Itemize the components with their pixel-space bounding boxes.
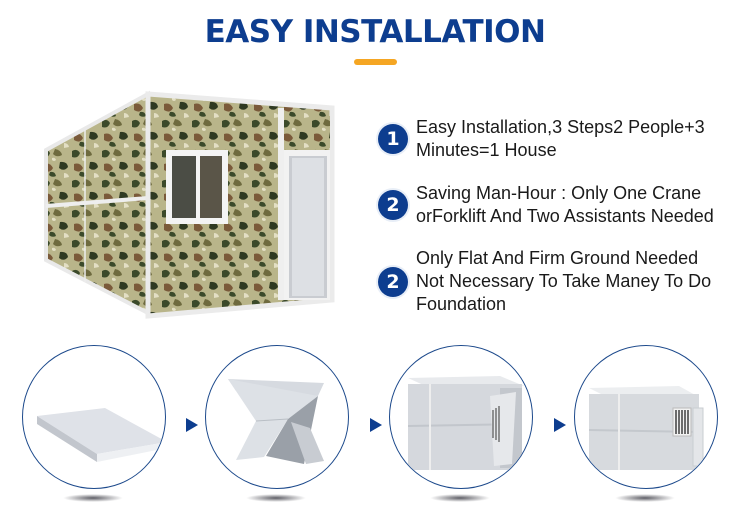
page-title: EASY INSTALLATION xyxy=(204,14,546,50)
raised-walls-image xyxy=(407,376,524,470)
arrow-right-icon xyxy=(370,418,382,432)
feature-text: Saving Man-Hour : Only One Crane orForkl… xyxy=(416,183,714,226)
step-number-badge: 1 xyxy=(378,124,408,154)
folded-pack-image xyxy=(37,408,165,462)
step-shadow xyxy=(430,494,490,502)
step-shadow xyxy=(246,494,306,502)
feature-text: Only Flat And Firm Ground Needed Not Nec… xyxy=(416,248,712,314)
step-shadow xyxy=(63,494,123,502)
feature-text: Easy Installation,3 Steps2 People+3 Minu… xyxy=(416,117,705,160)
feature-item: 2 Only Flat And Firm Ground Needed Not N… xyxy=(378,247,711,316)
title-underline xyxy=(354,59,397,65)
arrow-right-icon xyxy=(554,418,566,432)
hero-house-image xyxy=(44,90,335,319)
step-folded-pack xyxy=(22,345,166,489)
step-number-badge: 2 xyxy=(378,266,408,297)
step-number-badge: 2 xyxy=(378,190,408,220)
feature-item: 2 Saving Man-Hour : Only One Crane orFor… xyxy=(378,182,714,228)
step-shadow xyxy=(615,494,675,502)
arrow-right-icon xyxy=(186,418,198,432)
finished-house-image xyxy=(588,386,704,470)
unfolding-image xyxy=(228,379,324,464)
feature-item: 1 Easy Installation,3 Steps2 People+3 Mi… xyxy=(378,116,705,162)
step-raised xyxy=(389,345,533,489)
step-unfolding xyxy=(205,345,349,489)
step-finished xyxy=(574,345,718,489)
